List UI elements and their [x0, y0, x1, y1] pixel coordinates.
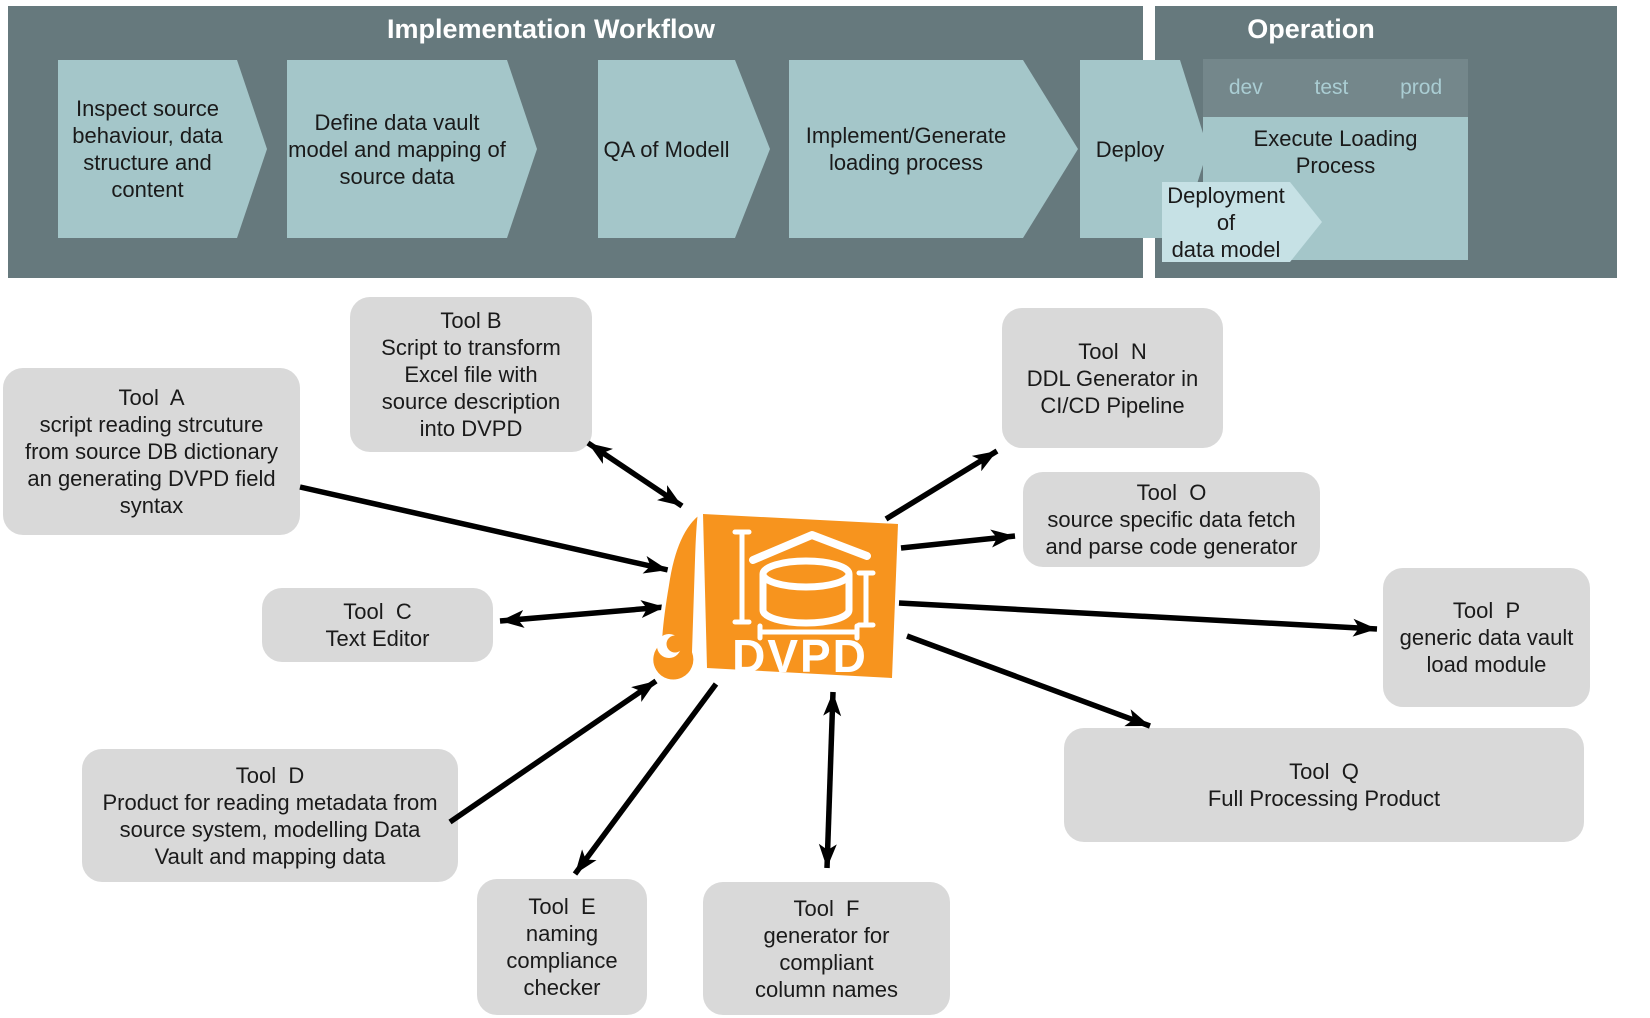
arrow-tool-f-dvpd-bidirectional [818, 691, 842, 869]
tool-b-box: Tool B Script to transform Excel file wi… [350, 297, 592, 452]
step-implement-generate: Implement/Generate loading process [789, 60, 1078, 238]
blueprint-sheet [703, 514, 898, 678]
deployment-of-data-model-arrow: Deployment of data model [1162, 182, 1322, 262]
tool-n-box: Tool N DDL Generator in CI/CD Pipeline [1002, 308, 1223, 448]
env-prod-label: prod [1400, 76, 1443, 99]
operation-title: Operation [1247, 14, 1375, 44]
arrow-tool-b-dvpd-bidirectional [586, 440, 684, 509]
environment-band: dev test prod [1203, 59, 1468, 117]
arrow-dvpd-to-tool-e [572, 682, 719, 876]
scroll-end-orange [666, 635, 684, 653]
arrow-dvpd-to-tool-p [898, 600, 1378, 637]
tool-e-box: Tool E naming compliance checker [477, 879, 647, 1015]
arrow-tool-c-dvpd-bidirectional [499, 600, 666, 628]
dvpd-wordmark: DVPD [732, 630, 868, 682]
step-qa-of-modell: QA of Modell [598, 60, 770, 238]
step-inspect-source: Inspect source behaviour, data structure… [58, 60, 267, 238]
tool-p-box: Tool P generic data vault load module [1383, 568, 1590, 707]
step-define-data-vault: Define data vault model and mapping of s… [287, 60, 537, 238]
tool-a-box: Tool A script reading strcuture from sou… [3, 368, 300, 535]
tool-q-box: Tool Q Full Processing Product [1064, 728, 1584, 842]
arrow-dvpd-to-tool-o [900, 529, 1016, 551]
env-test-label: test [1314, 76, 1349, 99]
dimension-line-right [856, 570, 876, 628]
tool-c-box: Tool C Text Editor [262, 588, 493, 662]
arrow-tool-d-to-dvpd [448, 678, 658, 825]
dimension-line-bottom [757, 623, 860, 641]
dvpd-logo: DVPD [649, 507, 898, 684]
arrow-dvpd-to-tool-q [906, 633, 1151, 729]
scroll-roll [649, 507, 703, 684]
database-cylinder-icon [759, 557, 853, 627]
implementation-workflow-title: Implementation Workflow [386, 14, 716, 44]
env-dev-label: dev [1228, 76, 1263, 99]
vault-roof-icon [749, 531, 871, 564]
tool-o-box: Tool O source specific data fetch and pa… [1023, 472, 1320, 567]
arrow-tool-a-to-dvpd [299, 484, 669, 574]
tool-d-box: Tool D Product for reading metadata from… [82, 749, 458, 882]
dimension-line-left [732, 529, 752, 625]
tool-f-box: Tool F generator for compliant column na… [703, 882, 950, 1015]
